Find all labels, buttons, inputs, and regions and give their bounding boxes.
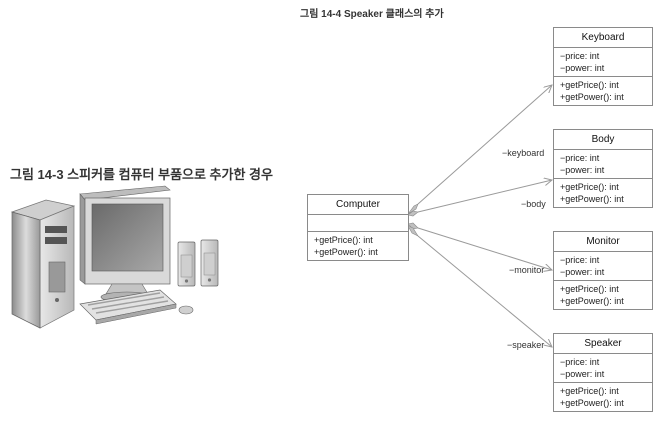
class-body: Body −price: int −power: int +getPrice()… xyxy=(553,129,653,208)
assoc-speaker xyxy=(407,225,552,347)
class-speaker: Speaker −price: int −power: int +getPric… xyxy=(553,333,653,412)
method: +getPower(): int xyxy=(560,296,624,306)
role-label-monitor: −monitor xyxy=(509,265,545,275)
attributes-section xyxy=(308,215,408,232)
method: +getPrice(): int xyxy=(560,80,619,90)
class-name: Body xyxy=(554,130,652,150)
computer-illustration xyxy=(10,185,219,329)
assoc-keyboard xyxy=(407,85,552,215)
attribute: −power: int xyxy=(560,369,605,379)
role-label-speaker: −speaker xyxy=(507,340,545,350)
aggregation-diamond xyxy=(407,210,419,217)
methods-section: +getPrice(): int +getPower(): int xyxy=(554,179,652,207)
illustration-caption: 그림 14-3 스피커를 컴퓨터 부품으로 추가한 경우 xyxy=(10,167,273,182)
assoc-body xyxy=(407,180,552,217)
methods-section: +getPrice(): int +getPower(): int xyxy=(554,383,652,411)
method: +getPower(): int xyxy=(560,398,624,408)
assoc-monitor xyxy=(407,222,552,270)
attribute: −power: int xyxy=(560,267,605,277)
class-name: Computer xyxy=(308,195,408,215)
methods-section: +getPrice(): int +getPower(): int xyxy=(554,77,652,105)
attribute: −price: int xyxy=(560,51,600,61)
attributes-section: −price: int −power: int xyxy=(554,354,652,383)
method: +getPrice(): int xyxy=(560,182,619,192)
attributes-section: −price: int −power: int xyxy=(554,252,652,281)
attribute: −price: int xyxy=(560,153,600,163)
attributes-section: −price: int −power: int xyxy=(554,48,652,77)
class-keyboard: Keyboard −price: int −power: int +getPri… xyxy=(553,27,653,106)
attribute: −price: int xyxy=(560,255,600,265)
method: +getPower(): int xyxy=(314,247,378,257)
methods-section: +getPrice(): int +getPower(): int xyxy=(308,232,408,260)
method: +getPower(): int xyxy=(560,194,624,204)
attribute: −price: int xyxy=(560,357,600,367)
pc-keyboard xyxy=(79,289,177,325)
method: +getPower(): int xyxy=(560,92,624,102)
aggregation-diamond xyxy=(407,203,419,215)
role-label-body: −body xyxy=(521,199,546,209)
attribute: −power: int xyxy=(560,63,605,73)
pc-monitor xyxy=(79,185,171,303)
method: +getPrice(): int xyxy=(560,386,619,396)
class-name: Monitor xyxy=(554,232,652,252)
aggregation-diamond xyxy=(407,225,419,237)
pc-tower xyxy=(10,199,76,329)
method: +getPrice(): int xyxy=(560,284,619,294)
class-monitor: Monitor −price: int −power: int +getPric… xyxy=(553,231,653,310)
pc-speakers xyxy=(177,239,219,287)
class-name: Keyboard xyxy=(554,28,652,48)
role-label-keyboard: −keyboard xyxy=(502,148,545,158)
diagram-caption: 그림 14-4 Speaker 클래스의 추가 xyxy=(300,9,444,20)
class-computer: Computer +getPrice(): int +getPower(): i… xyxy=(307,194,409,261)
class-name: Speaker xyxy=(554,334,652,354)
attributes-section: −price: int −power: int xyxy=(554,150,652,179)
pc-mouse xyxy=(178,305,194,315)
method: +getPrice(): int xyxy=(314,235,373,245)
methods-section: +getPrice(): int +getPower(): int xyxy=(554,281,652,309)
attribute: −power: int xyxy=(560,165,605,175)
